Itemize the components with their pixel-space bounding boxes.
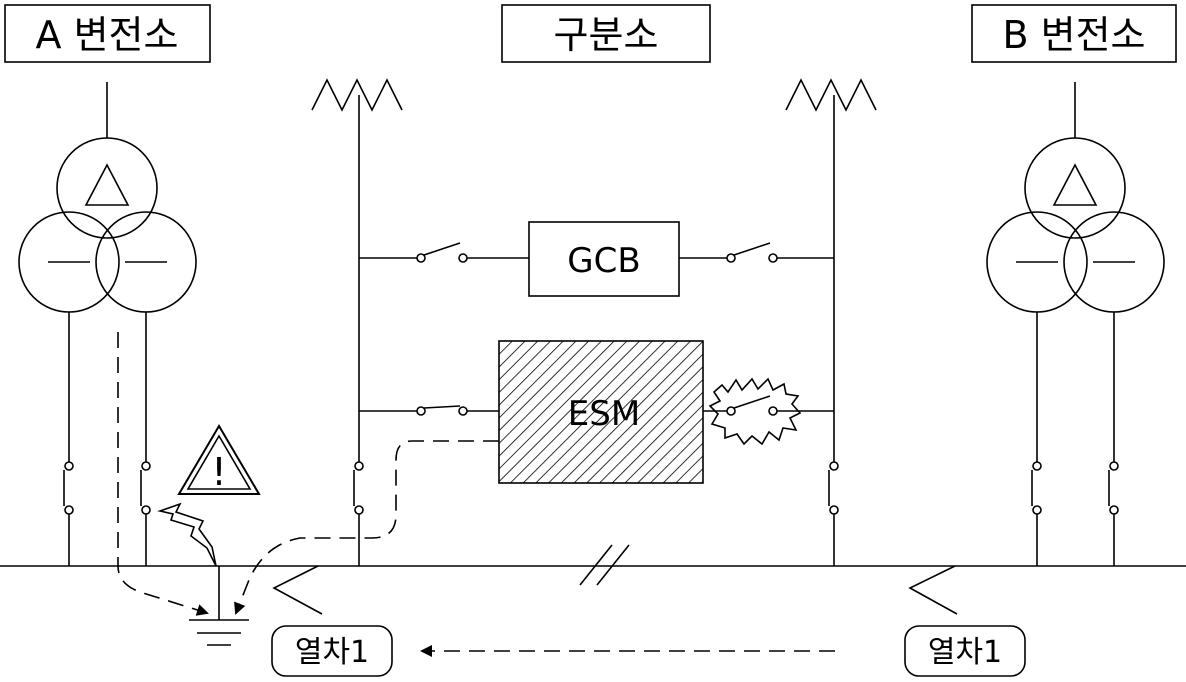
train-label-left-box (271, 625, 393, 677)
train-label-left: 열차1 (295, 635, 369, 670)
station-a-box (4, 4, 211, 63)
train-pantograph-right (908, 565, 958, 615)
gcb-box (528, 221, 680, 297)
fault-burst-outline (708, 377, 802, 446)
train-pantograph-left (272, 565, 323, 615)
lightning-icon (157, 502, 217, 567)
warning-triangle-icon (177, 424, 261, 495)
transformer-a (18, 82, 197, 313)
surge-arrester-left (311, 78, 403, 112)
station-b-label: B 변전소 (1002, 13, 1145, 57)
ground-icon (189, 566, 249, 646)
esm-switch-right-faulted (726, 395, 778, 416)
gcb-switch-right (726, 242, 778, 263)
disconnect-switch-sp-left (353, 461, 364, 515)
station-a-label: A 변전소 (36, 13, 179, 57)
sectioning-post-label: 구분소 (554, 13, 659, 57)
disconnect-switch-sp-right (828, 461, 839, 515)
disconnect-switch-b1 (1031, 461, 1042, 515)
train-label-right-box (904, 625, 1026, 677)
train-label-right: 열차1 (928, 635, 1002, 670)
esm-switch-left (416, 405, 468, 416)
surge-arrester-right (785, 78, 877, 112)
station-b-box (971, 4, 1177, 63)
fault-current-path-transformer (117, 332, 209, 616)
esm-label: ESM (568, 394, 640, 434)
disconnect-switch-a2 (140, 461, 151, 515)
station-b-feeders (1036, 312, 1115, 566)
warning-symbol: ! (211, 450, 226, 494)
gcb-switch-left (416, 242, 468, 263)
line-break-mark (579, 544, 630, 586)
sectioning-post-box (501, 4, 711, 63)
disconnect-switch-a1 (63, 461, 74, 515)
disconnect-switch-b2 (1108, 461, 1119, 515)
gcb-label: GCB (567, 241, 640, 281)
transformer-b (986, 82, 1165, 313)
esm-box (498, 340, 704, 484)
station-a-feeders (68, 312, 147, 566)
